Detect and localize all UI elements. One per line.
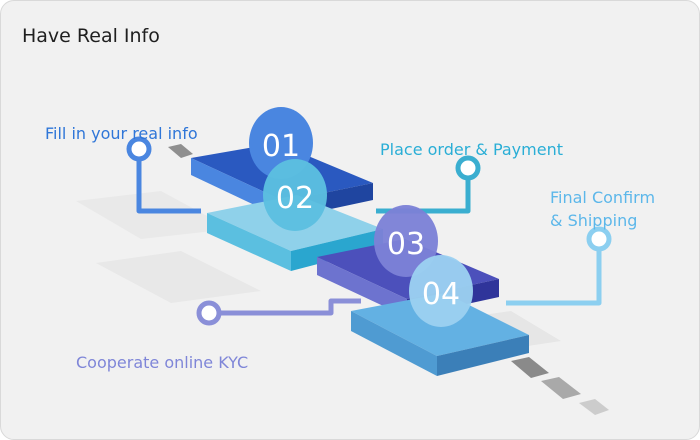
step-label-04-line1: Final Confirm [550, 188, 655, 207]
step-number-01: 01 [262, 129, 300, 164]
connector-line-4 [506, 245, 602, 306]
step-bubble-02 [263, 159, 327, 231]
card-title: Have Real Info [22, 25, 160, 47]
step-number-03: 03 [387, 227, 425, 262]
step-bubble-03 [374, 205, 438, 277]
spine-dash-2 [541, 377, 581, 399]
floor-shadow-2 [96, 251, 261, 303]
connector-line-2 [209, 298, 361, 316]
spine-dash-top [168, 144, 193, 158]
step-label-04-line2: & Shipping [550, 211, 637, 230]
spine-dash-1 [511, 357, 549, 378]
step-label-03: Place order & Payment [380, 140, 563, 159]
step-number-02: 02 [276, 181, 314, 216]
floor-shadow-1 [76, 191, 231, 239]
connector-line-1 [136, 156, 201, 214]
step-label-01: Fill in your real info [45, 124, 198, 143]
step-bubble-04 [409, 255, 473, 327]
spine-dash-3 [579, 399, 609, 415]
knob-4 [586, 226, 612, 252]
connector-line-3 [376, 173, 471, 214]
step-number-04: 04 [422, 277, 460, 312]
knob-1 [126, 136, 152, 162]
step-label-02: Cooperate online KYC [76, 353, 248, 372]
knob-3 [455, 155, 481, 181]
knob-2 [196, 300, 222, 326]
